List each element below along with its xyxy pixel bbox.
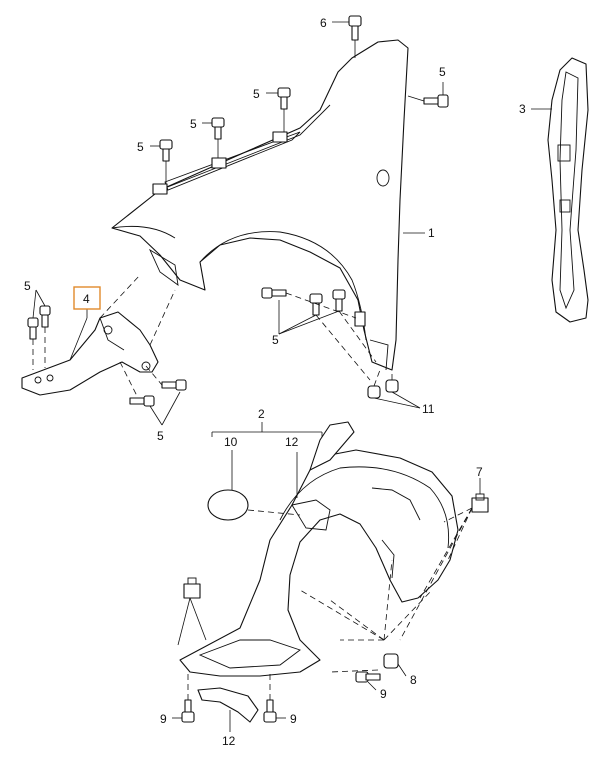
- fender[interactable]: [111, 39, 409, 371]
- label-9-c: 9: [290, 712, 297, 726]
- bolt-5-h[interactable]: [27, 317, 39, 340]
- bolt-5-a[interactable]: [277, 87, 291, 110]
- label-9-a: 9: [380, 687, 387, 701]
- label-5-b: 5: [190, 117, 197, 131]
- label-5-a: 5: [253, 87, 260, 101]
- bolt-5-g[interactable]: [332, 289, 346, 312]
- fender-tabs: [152, 131, 366, 327]
- label-5-g: 5: [157, 429, 164, 443]
- highlight-box-4: [73, 286, 101, 310]
- label-5-e: 5: [272, 333, 279, 347]
- callout-labels: 6 5 5 5 5 3 1 5 11 5 4 5 2 10 12 7 8 9 9…: [24, 16, 526, 748]
- label-6: 6: [320, 16, 327, 30]
- clip-11-a[interactable]: [367, 385, 381, 399]
- bolt-5-e[interactable]: [261, 287, 287, 299]
- label-8: 8: [410, 673, 417, 687]
- wheel-housing-liner[interactable]: [179, 421, 459, 677]
- label-5-c: 5: [137, 140, 144, 154]
- label-7: 7: [476, 465, 483, 479]
- bolt-5-d[interactable]: [423, 94, 449, 108]
- bolt-5-c[interactable]: [159, 139, 173, 162]
- seal-strip[interactable]: [547, 57, 589, 323]
- screw-9-a[interactable]: [355, 671, 381, 683]
- label-1: 1: [428, 226, 435, 240]
- label-4: 4: [83, 292, 90, 306]
- liner-lower-piece[interactable]: [197, 687, 259, 723]
- label-12-top: 12: [285, 435, 299, 449]
- bolt-6[interactable]: [348, 15, 362, 41]
- clip-liner-left[interactable]: [183, 577, 201, 599]
- bolt-5-f[interactable]: [309, 293, 323, 316]
- leader-lines: [32, 21, 552, 732]
- clip-7[interactable]: [471, 493, 489, 513]
- screw-9-b[interactable]: [181, 699, 195, 723]
- label-11: 11: [422, 402, 435, 416]
- cap[interactable]: [207, 489, 249, 521]
- bolt-5-k[interactable]: [129, 395, 155, 407]
- label-2: 2: [258, 407, 265, 421]
- clip-11-b[interactable]: [385, 379, 399, 393]
- label-5-d: 5: [439, 65, 446, 79]
- label-5-f: 5: [24, 279, 31, 293]
- label-10: 10: [224, 435, 238, 449]
- label-3: 3: [519, 102, 526, 116]
- bolt-5-j[interactable]: [161, 379, 187, 391]
- bolt-5-i[interactable]: [39, 305, 51, 328]
- label-12-bottom: 12: [222, 734, 236, 748]
- bracket[interactable]: [21, 311, 159, 396]
- nut-8[interactable]: [383, 653, 399, 669]
- screw-9-c[interactable]: [263, 699, 277, 723]
- bolt-5-b[interactable]: [211, 117, 225, 140]
- label-9-b: 9: [160, 712, 167, 726]
